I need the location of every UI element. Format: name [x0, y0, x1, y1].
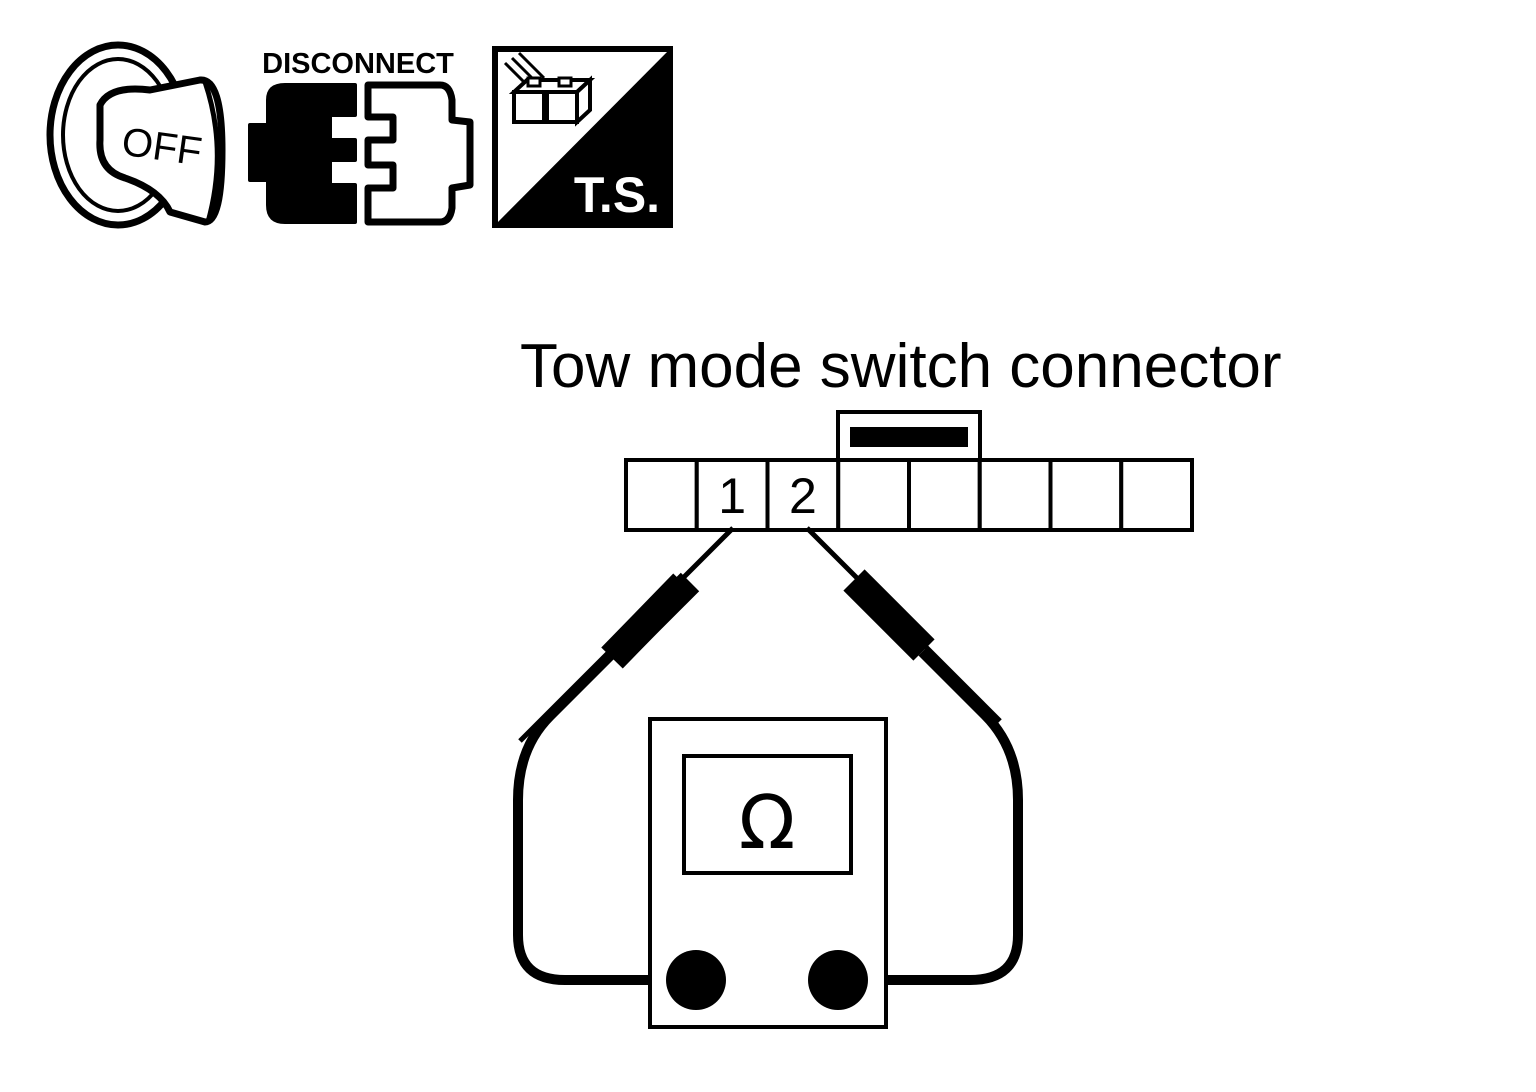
connector-terminal-2: 2 [765, 458, 841, 532]
connector-terminal-blank-4 [907, 458, 982, 532]
ignition-off-key-icon: OFF [46, 41, 226, 229]
probe-right [805, 526, 1002, 723]
connector-terminal-blank-0 [624, 458, 699, 532]
meter-display [682, 754, 853, 875]
ohm-meter-icon: Ω [648, 717, 888, 1029]
connector-lock-bar [850, 427, 968, 447]
meter-symbol: Ω [739, 780, 796, 866]
terminal-side-label: T.S. [574, 167, 660, 223]
connector-terminal-blank-7 [1119, 458, 1194, 532]
lead-wire-right [838, 648, 1023, 985]
connector-terminal-1: 1 [694, 458, 770, 532]
connector-terminal-blank-5 [977, 458, 1053, 532]
mini-connector-icon [503, 51, 596, 127]
disconnect-label: DISCONNECT [262, 48, 454, 80]
terminal-side-icon: T.S. [492, 46, 673, 228]
terminal-number: 1 [718, 468, 746, 524]
lead-wire-left [513, 648, 696, 985]
connector-terminal-blank-3 [836, 458, 911, 532]
meter-jack-left [666, 950, 726, 1010]
meter-jack-right [808, 950, 868, 1010]
connector-title: Tow mode switch connector [520, 332, 1282, 401]
disconnect-connector-icon: DISCONNECT [248, 48, 474, 226]
connector-terminal-blank-6 [1048, 458, 1124, 532]
terminal-number: 2 [789, 468, 817, 524]
